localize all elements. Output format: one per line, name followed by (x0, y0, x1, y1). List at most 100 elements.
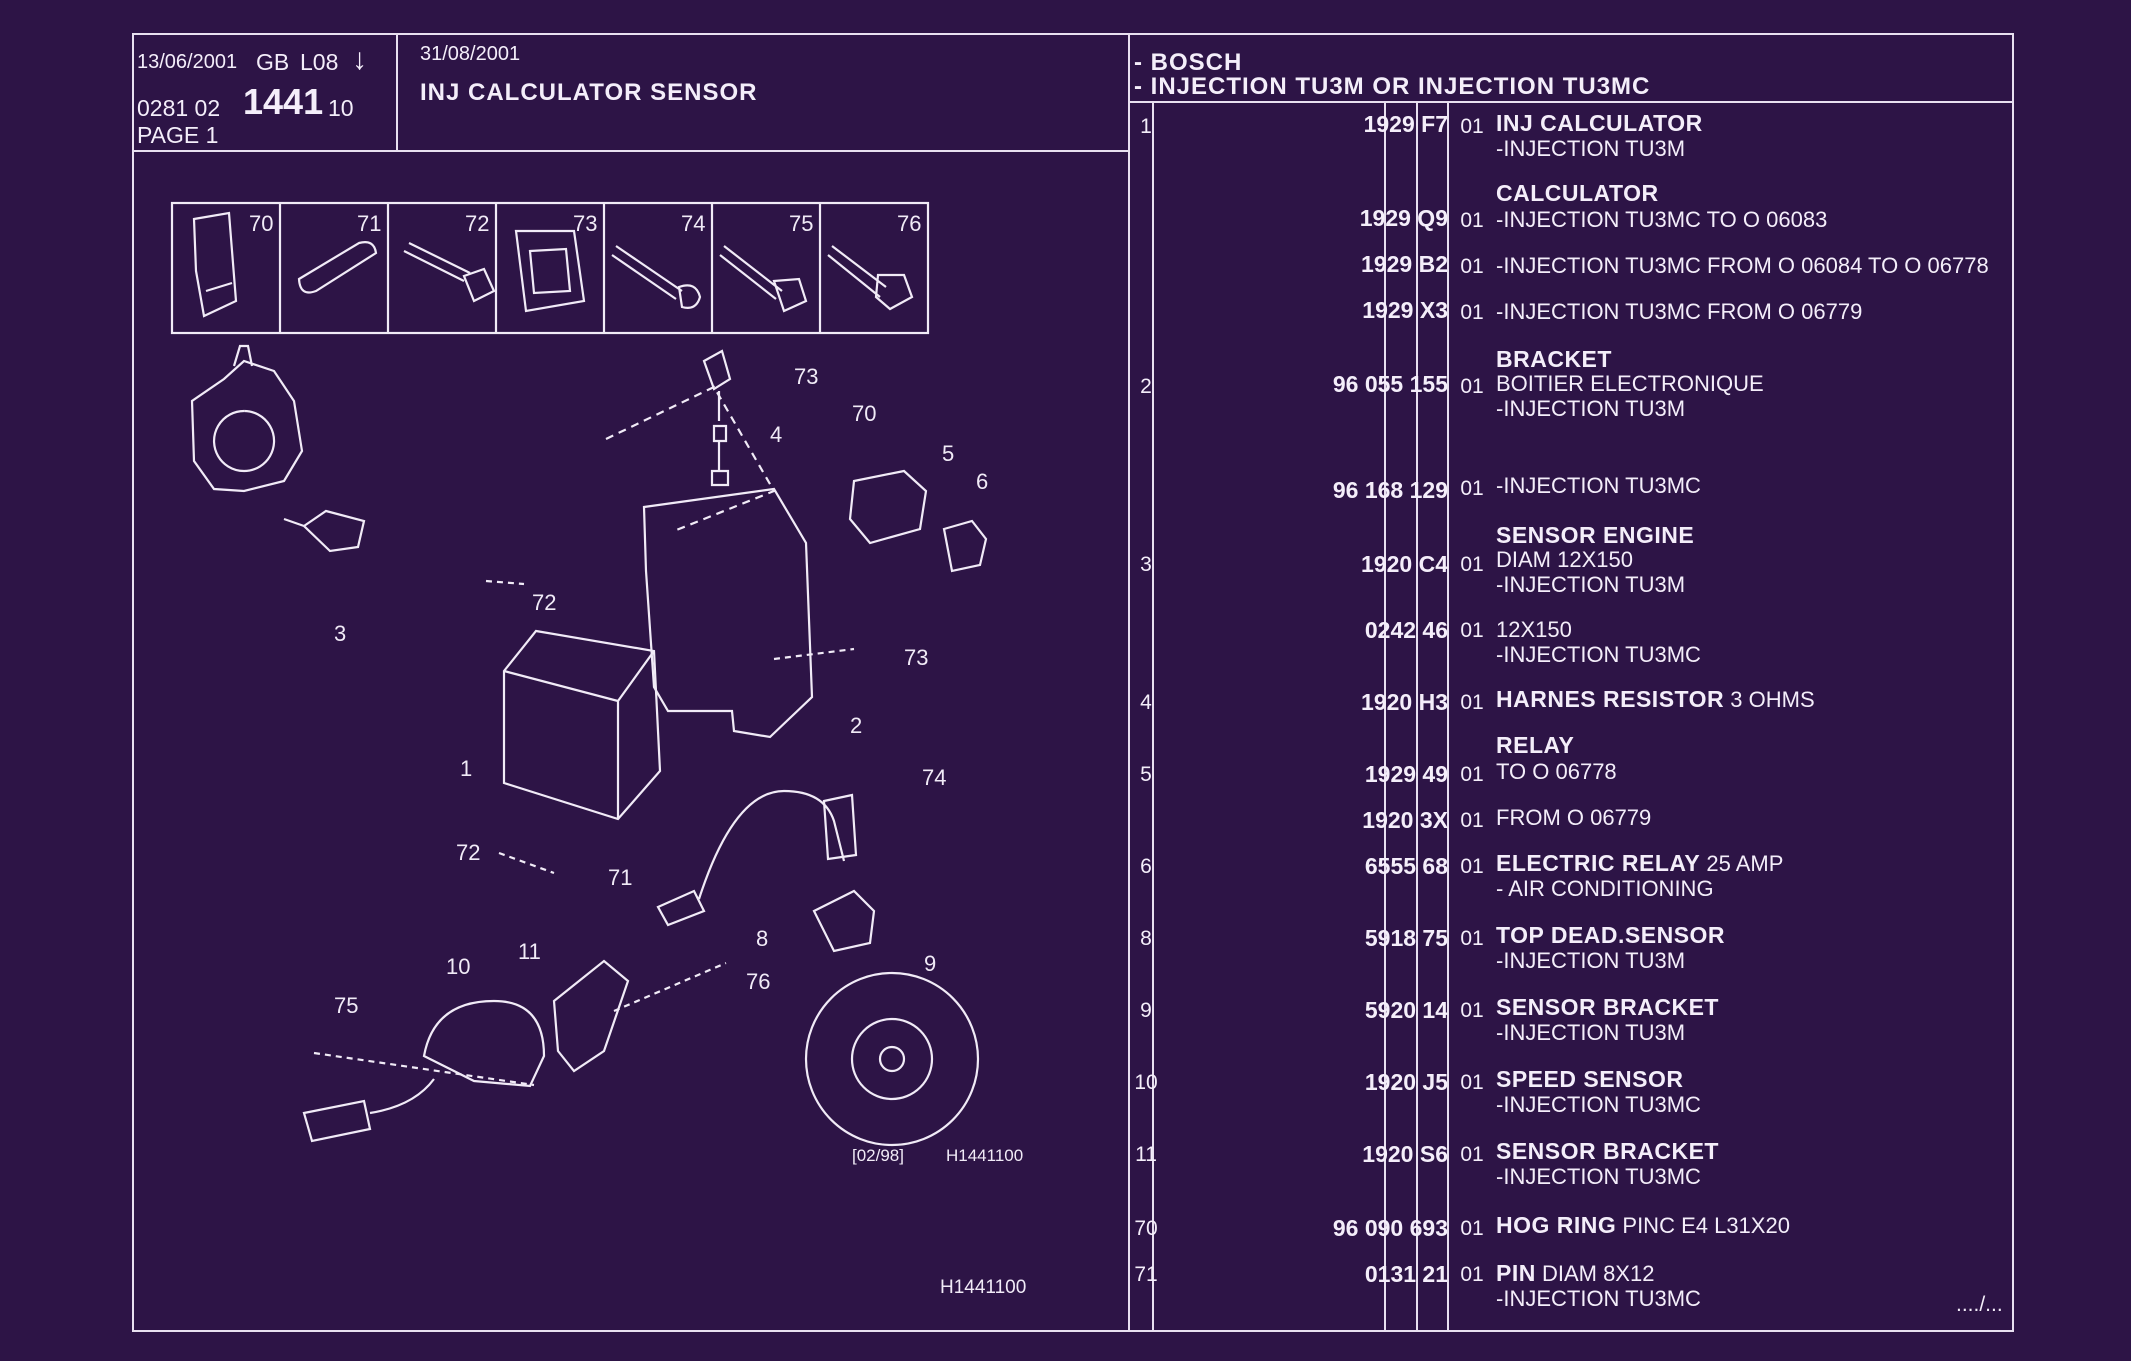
callout-label: 8 (756, 926, 768, 951)
part-description: HARNES RESISTOR 3 OHMS (1496, 686, 2036, 713)
part-description: -INJECTION TU3MC FROM O 06779 (1496, 299, 2036, 324)
part-note: -INJECTION TU3M (1496, 572, 1686, 597)
part-title: HARNES RESISTOR (1496, 686, 1725, 712)
part-quantity: 01 (1460, 255, 1484, 278)
part-quantity: 01 (1460, 301, 1484, 324)
fastener-strip-frame (170, 201, 930, 335)
page-title: INJ CALCULATOR SENSOR (420, 79, 758, 106)
fastener-label: 73 (573, 211, 597, 236)
fastener-label: 75 (789, 211, 813, 236)
table-col-qty (1416, 103, 1418, 1330)
callout-label: 75 (334, 993, 358, 1018)
part-detail: 12X150 (1496, 617, 1572, 642)
part-quantity: 01 (1460, 927, 1484, 950)
continued-marker: ..../... (1956, 1293, 2003, 1316)
part-description: -INJECTION TU3MC FROM O 06084 TO O 06778 (1496, 253, 2036, 278)
fastener-label: 70 (249, 211, 273, 236)
item-number: 5 (1140, 763, 1152, 786)
screw-icon (403, 242, 496, 303)
part-quantity: 01 (1460, 553, 1484, 576)
throttle-body-icon (190, 344, 304, 493)
part-detail: DIAM 12X150 (1496, 547, 1633, 572)
part-title: BRACKET (1496, 346, 1612, 372)
part-description: ELECTRIC RELAY 25 AMP- AIR CONDITIONING (1496, 851, 2036, 902)
item-number: 70 (1134, 1217, 1158, 1240)
speed-sensor-bracket-icon (552, 959, 630, 1073)
callout-label: 4 (770, 422, 782, 447)
part-detail: 25 AMP (1700, 851, 1784, 876)
part-description: CALCULATOR (1496, 181, 2036, 206)
callout-label: 76 (746, 969, 770, 994)
part-reference: 0131 21 (1364, 1261, 1448, 1287)
part-note: -INJECTION TU3M (1496, 396, 1686, 421)
part-description: SENSOR BRACKET-INJECTION TU3M (1496, 994, 2036, 1046)
part-reference: 1920 S6 (1362, 1141, 1448, 1167)
part-reference: 1929 F7 (1363, 111, 1448, 137)
sensor-bracket-icon (812, 889, 876, 953)
part-description: 12X150-INJECTION TU3MC (1496, 617, 2036, 667)
part-reference: 1929 49 (1364, 761, 1448, 787)
part-note: -INJECTION TU3MC (1496, 1286, 1701, 1311)
part-note: -INJECTION TU3MC (1496, 1164, 1701, 1189)
diagram-code: H1441100 (946, 1146, 1023, 1165)
parts-table: 1 1929 F7 01 INJ CALCULATOR -INJECTION TU… (1130, 35, 2012, 1330)
flange-bolt-icon (719, 245, 808, 313)
header-vertical-divider (396, 35, 398, 150)
part-description: SENSOR BRACKET-INJECTION TU3MC (1496, 1138, 2036, 1190)
part-quantity: 01 (1460, 809, 1484, 832)
part-title: RELAY (1496, 732, 1575, 758)
table-col-desc (1447, 103, 1449, 1330)
part-detail: -INJECTION TU3MC TO O 06083 (1496, 207, 1828, 232)
part-reference: 5920 14 (1364, 997, 1448, 1023)
part-title: HOG RING (1496, 1212, 1617, 1238)
application-bosch: - BOSCH (1134, 49, 1243, 76)
part-title: SENSOR BRACKET (1496, 994, 1719, 1020)
part-title: SENSOR ENGINE (1496, 522, 1695, 548)
part-description: BRACKET (1496, 347, 2036, 372)
part-quantity: 01 (1460, 375, 1484, 398)
part-description: TOP DEAD.SENSOR-INJECTION TU3M (1496, 923, 2036, 974)
table-col-ref (1384, 103, 1386, 1330)
part-reference: 1920 J5 (1364, 1069, 1448, 1095)
item-number: 2 (1140, 375, 1152, 398)
callout-label: 6 (976, 469, 988, 494)
header-divider (134, 150, 1130, 152)
part-detail: -INJECTION TU3MC FROM O 06779 (1496, 299, 1863, 324)
revision-date: 31/08/2001 (420, 43, 521, 65)
part-description: PIN DIAM 8X12-INJECTION TU3MC (1496, 1261, 2036, 1312)
item-number: 71 (1134, 1263, 1158, 1286)
part-title: SPEED SENSOR (1496, 1066, 1684, 1092)
item-number: 4 (1140, 691, 1152, 714)
part-description: -INJECTION TU3MC (1496, 473, 2036, 498)
part-title: SENSOR BRACKET (1496, 1138, 1719, 1164)
item-number: 1 (1140, 115, 1152, 138)
part-quantity: 01 (1460, 115, 1484, 138)
speed-sensor-icon (302, 999, 546, 1143)
part-note: - AIR CONDITIONING (1496, 876, 1714, 901)
bolt-icon (611, 245, 702, 309)
hex-bolt-icon (827, 245, 914, 311)
part-reference: 1920 3X (1362, 807, 1448, 833)
part-quantity: 01 (1460, 763, 1484, 786)
part-description: RELAY (1496, 733, 2036, 758)
callout-label: 11 (518, 939, 541, 964)
part-quantity: 01 (1460, 619, 1484, 642)
part-description: BOITIER ELECTRONIQUE-INJECTION TU3M (1496, 371, 2036, 421)
part-note: -INJECTION TU3MC (1496, 642, 1701, 667)
part-title: INJ CALCULATOR (1496, 110, 1703, 136)
flywheel-hub-icon (850, 1017, 934, 1101)
callout-label: 72 (532, 590, 556, 615)
part-reference: 6555 68 (1364, 853, 1448, 879)
clip-nut-icon (514, 229, 586, 313)
callout-label: 71 (608, 865, 632, 890)
fastener-label: 74 (681, 211, 705, 236)
callout-label: 1 (460, 756, 472, 781)
assembly-guide (313, 579, 855, 1087)
part-description: -INJECTION TU3MC TO O 06083 (1496, 207, 2036, 232)
part-quantity: 01 (1460, 1071, 1484, 1094)
item-number: 11 (1135, 1143, 1157, 1166)
part-note: -INJECTION TU3M (1496, 1020, 1686, 1045)
part-quantity: 01 (1460, 691, 1484, 714)
part-reference: 0242 46 (1364, 617, 1448, 643)
footer-code: H1441100 (940, 1277, 1026, 1298)
